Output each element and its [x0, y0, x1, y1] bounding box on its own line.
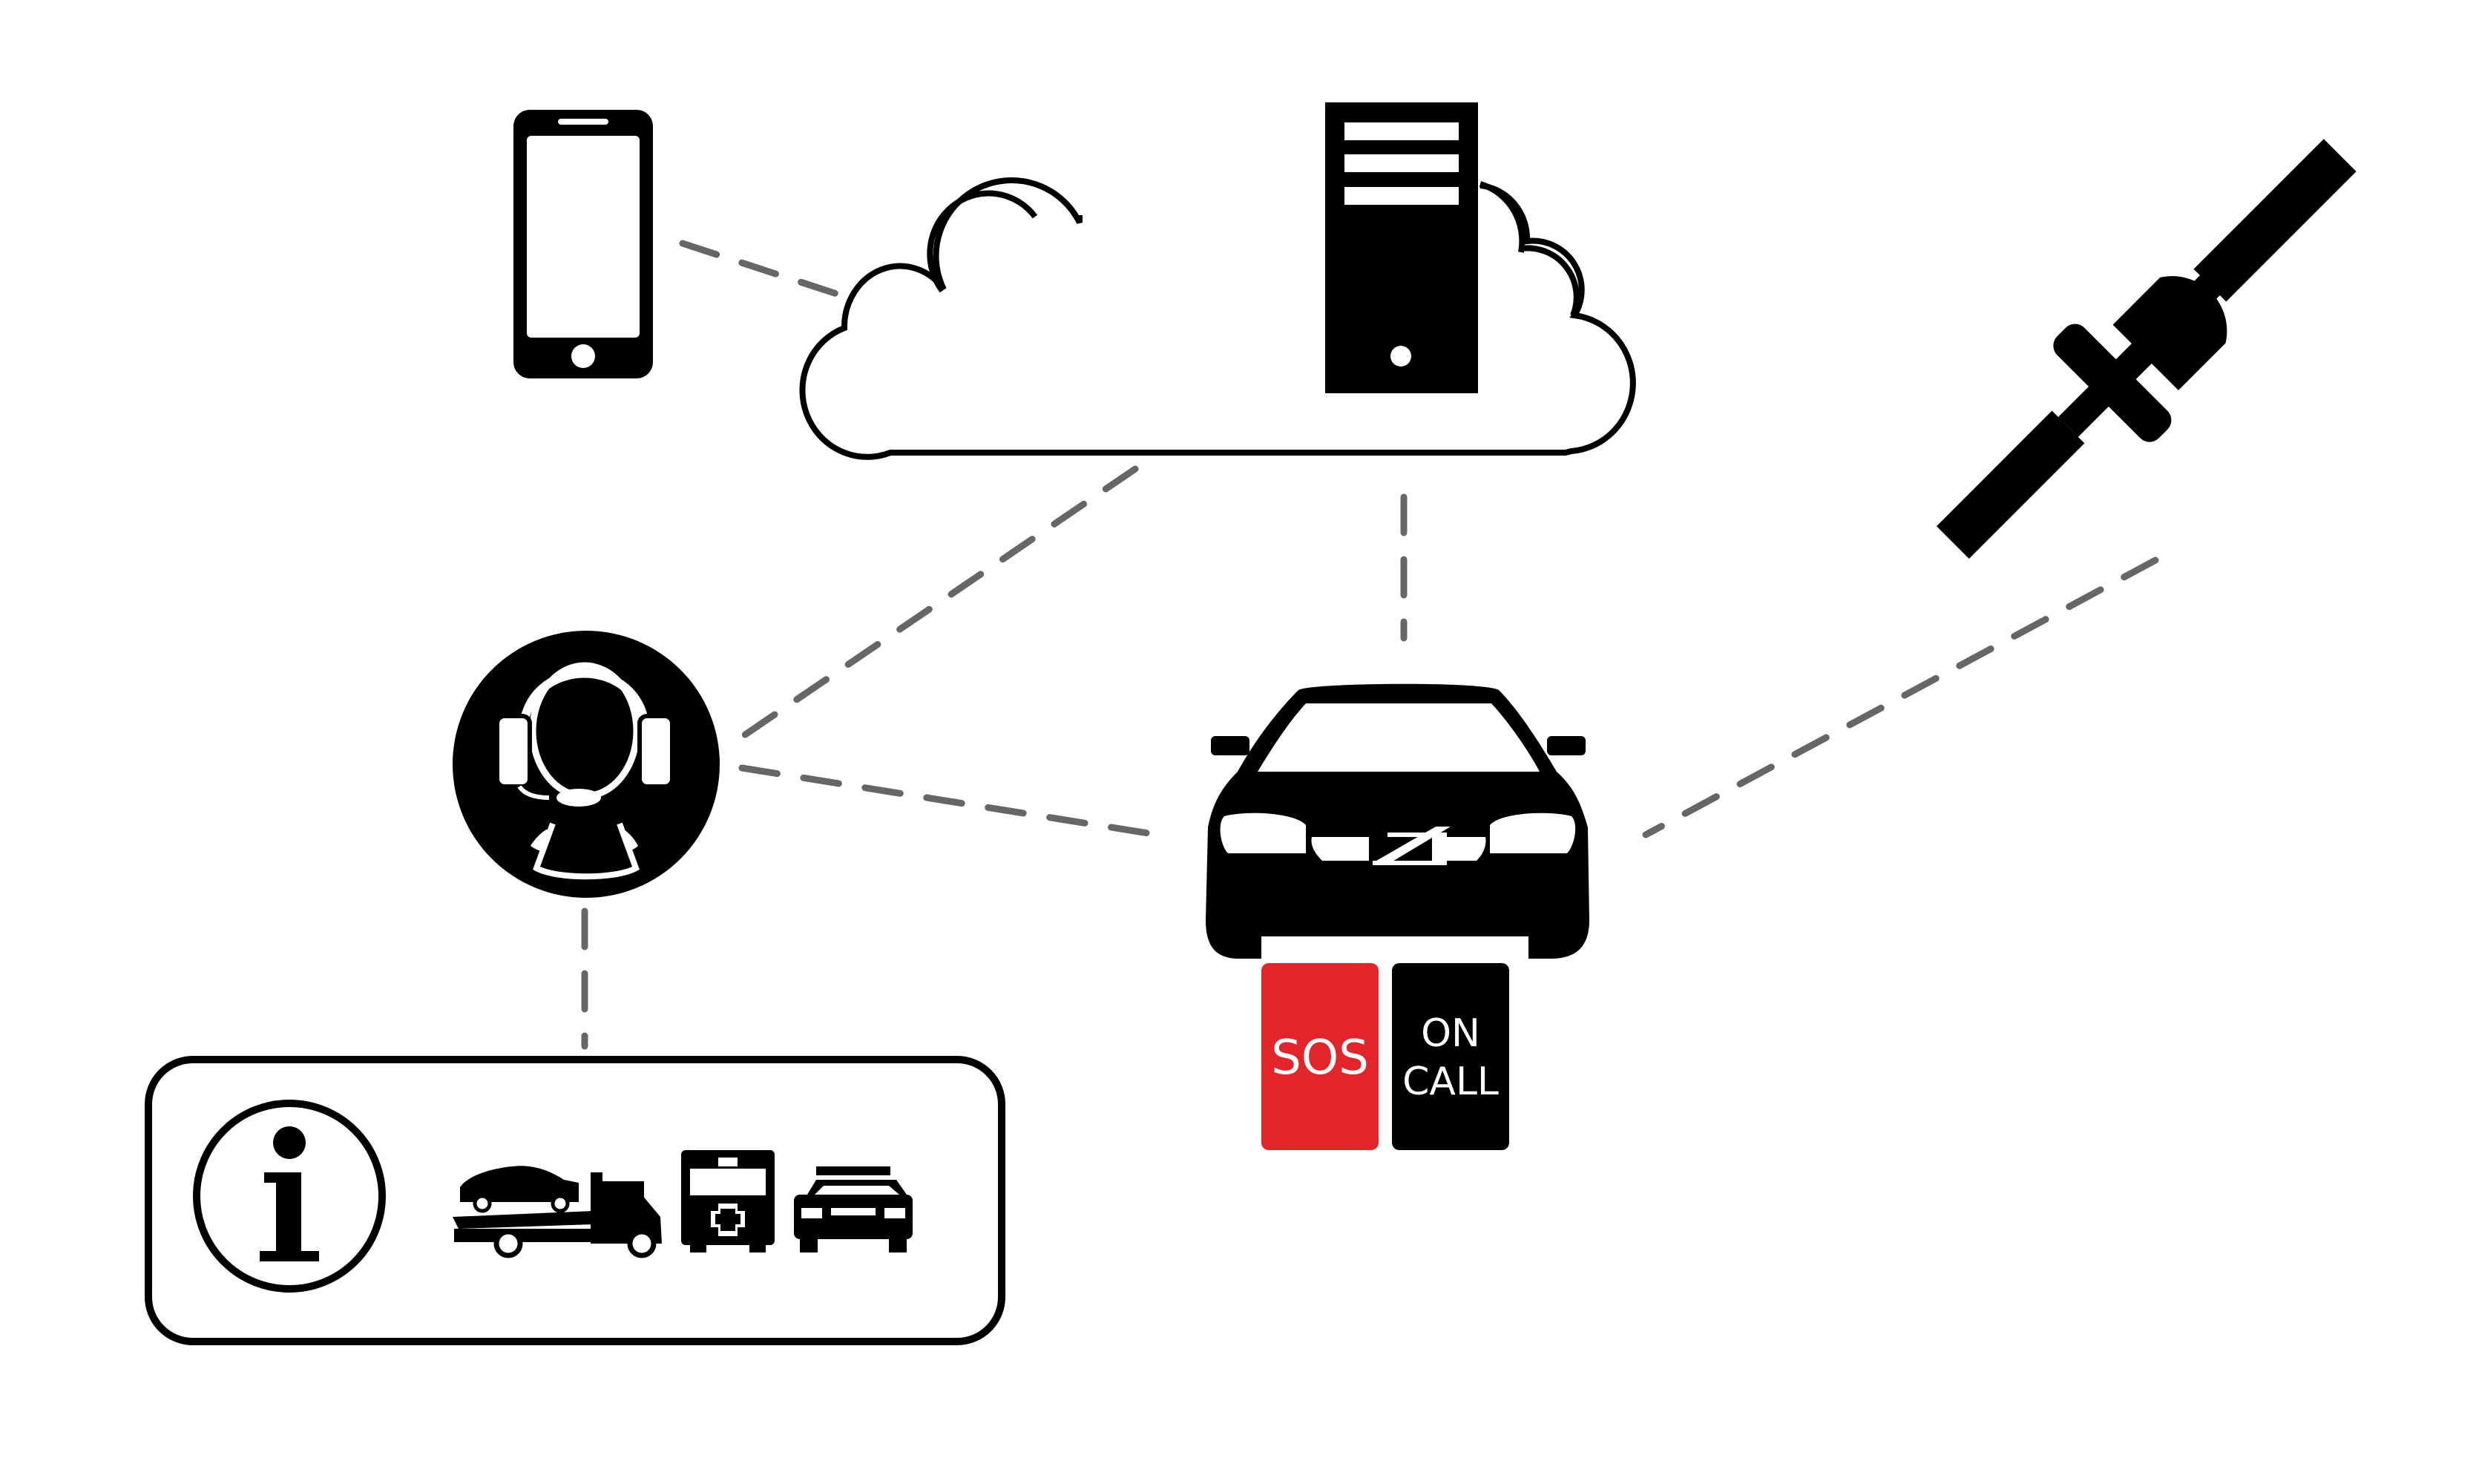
connector-operator-car	[738, 764, 1161, 838]
smartphone-icon	[513, 110, 653, 378]
sos-button-background	[1261, 963, 1379, 1150]
car-front-icon	[1206, 683, 1589, 959]
sos-button[interactable]: SOS	[1261, 963, 1379, 1150]
connector-cloud-operator	[738, 465, 1139, 741]
call-center-operator-icon	[453, 631, 720, 898]
on-call-button[interactable]: ON CALL	[1392, 963, 1509, 1150]
on-call-button-label-line2: CALL	[1402, 1060, 1499, 1104]
connector-satellite-car	[1642, 556, 2159, 838]
tow-truck-icon	[453, 1166, 662, 1258]
info-icon	[193, 1100, 386, 1293]
police-car-icon	[794, 1166, 913, 1252]
on-call-button-label-line1: ON	[1421, 1011, 1480, 1056]
ambulance-icon	[681, 1150, 775, 1252]
satellite-icon	[1936, 139, 2357, 559]
on-call-button-background	[1392, 963, 1509, 1150]
sos-button-label: SOS	[1271, 1031, 1369, 1086]
cloud-server-icon	[786, 102, 1643, 460]
services-panel	[145, 1056, 1005, 1345]
